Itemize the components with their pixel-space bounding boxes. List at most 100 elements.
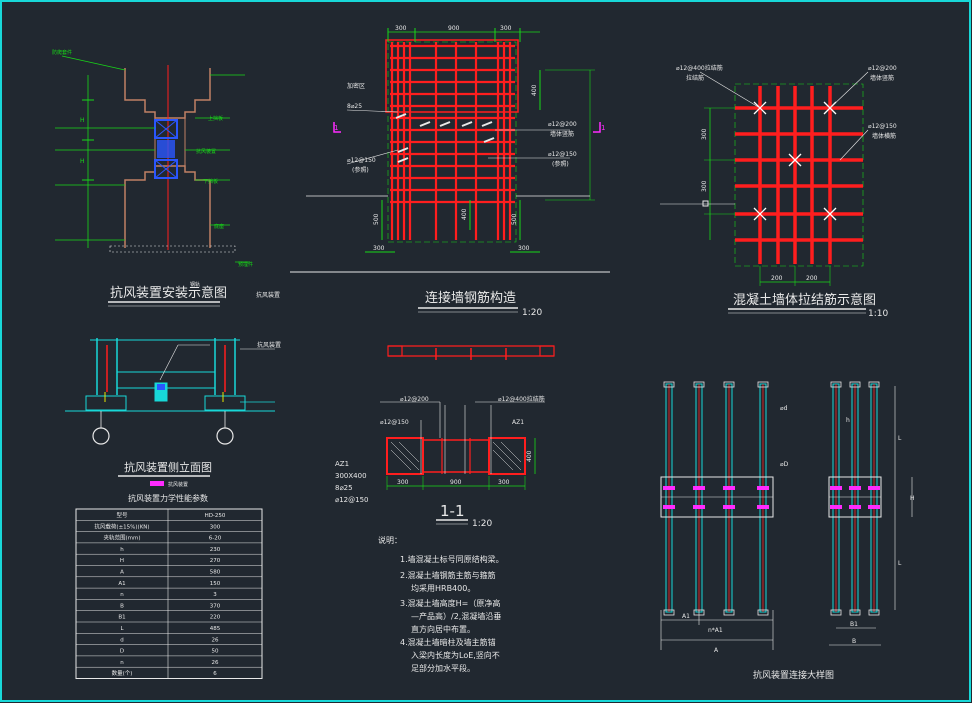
table-cell-value: 370 [210,603,221,609]
connection-rods [663,381,880,616]
rod-cap [830,381,842,388]
rod-cap [663,381,675,388]
tie-title: 混凝土墙体拉结筋示意图 [733,292,876,308]
conn-label-nA1: n*A1 [708,627,723,634]
rod-nut-lower [757,505,769,509]
wall-tie-hook [419,121,431,127]
wall-top-frame [385,39,519,113]
rod-nut-upper [868,486,880,490]
wall-dim-right: 400 [531,84,538,96]
wall-tie-hook [397,157,409,163]
wall-section-mark-right: 1 [601,124,605,132]
section-az1: AZ1 [335,460,349,468]
conn-label-D: ⌀D [780,461,789,468]
table-cell-value: 485 [210,626,221,632]
rod-nut-upper [849,486,861,490]
wall-label-ref: (参照) [352,166,369,174]
install-schematic: 防爬套件 H H 上挡板 下挡板 底座 预埋件 抗风装置 钢轨 抗风装置安装示意… [52,49,280,307]
conn-label-A: A [714,647,719,654]
wall-dim-mid-v: 400 [461,208,468,220]
table-cell-value: 220 [210,615,221,621]
tie-cross-mark [753,207,767,221]
wall-label-8d25: 8⌀25 [347,103,362,110]
table-cell-value: 6-20 [209,536,222,542]
wall-label-d12-150: ⌀12@150 [347,157,376,164]
rod-nut-lower [849,505,861,509]
notes-line-8: 入梁内长度为LoE,竖向不 [411,650,500,660]
notes-line-2: 2.混凝土墙钢筋主筋与箍筋 [400,570,496,580]
section-title: 1-1 [440,502,465,520]
table-cell-value: 3 [213,592,217,598]
rod-cap [757,381,769,388]
connection-detail: A1 n*A1 A B1 B ⌀d ⌀D H L L h 抗风装置连接大样图 [660,381,915,681]
wall-label-d12-150b: ⌀12@150 [548,151,577,158]
notes-line-9: 足部分加水平段。 [411,663,475,673]
conn-label-H: H [910,495,915,502]
rod-cap [757,609,769,616]
section-1-1: ⌀12@200 ⌀12@400拉结筋 ⌀12@150 AZ1 AZ1 300X4… [335,345,555,529]
wall-tie-hook [461,121,473,127]
wall-tie-hook [439,121,451,127]
install-label-top: 防爬套件 [52,49,72,56]
wall-label-refb: (参照) [552,160,569,168]
table-cell-param: n [120,592,124,598]
wall-scale: 1:20 [522,308,542,318]
rod-cap [663,609,675,616]
table-cell-value: 6 [213,671,217,677]
az1-right [488,437,526,475]
table-cell-param: n [120,660,124,666]
tie-label-1b: 拉结筋 [686,74,704,82]
rod-nut-upper [663,486,675,490]
install-label-upper: 上挡板 [208,115,223,122]
side-title: 抗风装置侧立面图 [124,460,212,474]
install-title: 抗风装置安装示意图 [110,285,227,301]
tie-dim-v2: 300 [701,180,708,192]
notes-line-5: —产品高）/2,混凝墙沿垂 [411,611,501,621]
section-dim-b1: 300 [397,479,409,486]
tie-cross-mark [788,153,802,167]
rod-cap [868,609,880,616]
wall-tie-hook [395,113,407,119]
table-cell-value: 270 [210,558,221,564]
wall-dim-bot-1: 300 [373,245,385,252]
rod-cap [723,609,735,616]
rod-cap [849,381,861,388]
table-cell-param: D [120,649,124,655]
table-cell-value: 150 [210,581,221,587]
section-dim-b3: 300 [498,479,510,486]
table-cell-param: h [120,547,124,553]
conn-label-L-bot: L [898,560,902,567]
conn-label-B1: B1 [850,621,858,628]
rod-nut-lower [663,505,675,509]
table-cell-value: 300 [210,524,221,530]
notes: 说明： 1.墙混凝土标号同原结构梁。 2.混凝土墙钢筋主筋与箍筋 均采用HRB4… [378,535,504,673]
table-cell-value: HD-250 [205,513,226,519]
notes-line-1: 1.墙混凝土标号同原结构梁。 [400,554,504,564]
tie-label-2: ⌀12@200 [868,65,897,72]
section-dim-b2: 900 [450,479,462,486]
wall-dim-right-v: 500 [511,213,518,225]
tie-label-1: ⌀12@400拉结筋 [676,64,723,72]
wall-dim-top-1: 300 [395,25,407,32]
table-frame [75,508,263,679]
tie-scale: 1:10 [868,309,888,319]
rod-nut-lower [830,505,842,509]
notes-line-7: 4.混凝土墙暗柱及墙主筋锚 [400,637,496,647]
table-cell-value: 26 [212,637,219,643]
legend-swatch [150,481,164,486]
install-label-h2: H [80,158,85,165]
tie-dim-b2: 200 [806,275,818,282]
table-cell-param: 数量(个) [112,669,133,677]
table-cell-param: 抗风载荷(±15%)(KN) [94,522,149,530]
rod-nut-upper [693,486,705,490]
section-az1-size: 300X400 [335,472,367,480]
rod-cap [849,609,861,616]
table-cell-value: 50 [212,649,219,655]
rod-cap [868,381,880,388]
section-label-d12-400: ⌀12@400拉结筋 [498,395,545,403]
install-label-base: 底座 [214,223,224,230]
table-cell-param: L [120,626,124,632]
table-cell-param: A1 [118,581,125,587]
